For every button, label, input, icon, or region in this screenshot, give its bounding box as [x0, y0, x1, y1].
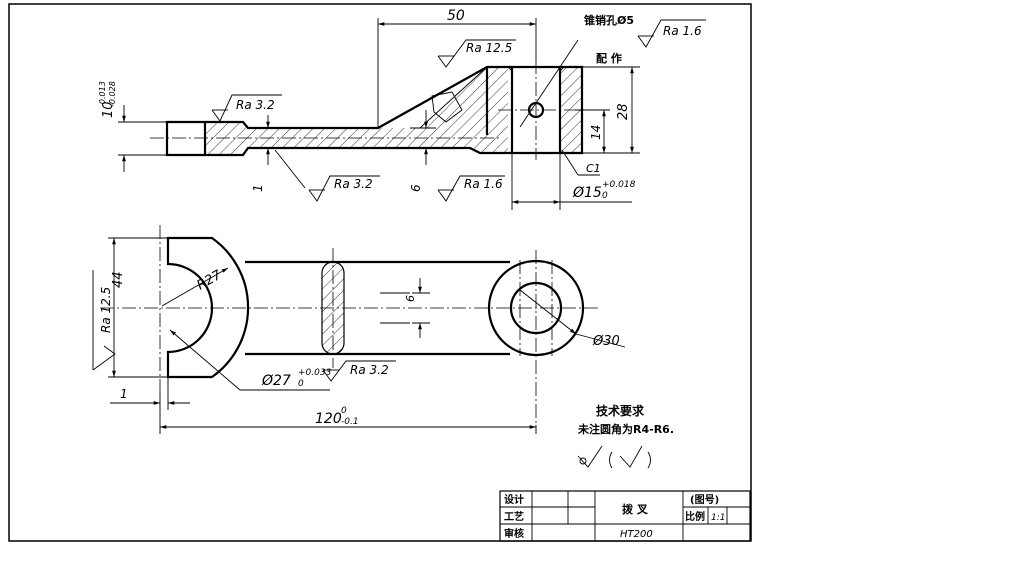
- top-view-dimensions: 50 28 14 锥销孔Ø5 配 作 C1 Ø15 +0.018 0 10 -0…: [98, 8, 640, 210]
- section-view: [150, 39, 584, 160]
- dim-d15-upper: +0.018: [602, 180, 636, 190]
- tb-review: 审核: [504, 527, 524, 540]
- dim-6-bottom: 6: [404, 295, 417, 302]
- dim-120: 120: [315, 411, 342, 427]
- ra-12-5-side: Ra 12.5: [99, 287, 113, 333]
- tb-design: 设计: [504, 493, 524, 506]
- ra-1-6-bottom: Ra 1.6: [464, 177, 503, 191]
- ra-1-6-top: Ra 1.6: [663, 24, 702, 38]
- dim-50: 50: [447, 8, 465, 24]
- general-roughness-symbol: [577, 445, 651, 469]
- notes-heading: 技术要求: [596, 403, 645, 418]
- ra-3-2-bottom: Ra 3.2: [350, 363, 389, 377]
- dim-6-top: 6: [409, 184, 423, 192]
- drawing-border: [8, 3, 752, 542]
- pair-make-note: 配 作: [596, 51, 622, 65]
- dim-r27: R27: [195, 267, 225, 293]
- dim-28: 28: [616, 103, 631, 120]
- taper-pin-note: 锥销孔Ø5: [584, 13, 634, 27]
- dim-d27-upper: +0.033: [298, 368, 332, 378]
- tb-drawing-no: (图号): [690, 494, 719, 506]
- dim-d30: Ø30: [592, 334, 620, 349]
- tb-scale-label: 比例: [685, 510, 705, 523]
- dim-10: 10: [101, 101, 116, 118]
- roughness-symbols-top: Ra 12.5 Ra 1.6 Ra 3.2 Ra 3.2 Ra 1.6: [211, 19, 706, 202]
- plan-view: [100, 225, 598, 425]
- dim-d27: Ø27: [261, 373, 291, 389]
- ra-12-5-top: Ra 12.5: [466, 41, 512, 55]
- dim-d15-lower: 0: [602, 191, 608, 201]
- dim-14: 14: [589, 125, 603, 140]
- dim-1-bottom: 1: [120, 387, 128, 401]
- chamfer-c1: C1: [586, 162, 601, 175]
- title-block: 设计 工艺 审核 拨 叉 (图号) 比例 1:1 HT200: [499, 490, 751, 542]
- ra-3-2-left: Ra 3.2: [236, 98, 275, 112]
- tb-part-name: 拨 叉: [622, 502, 649, 516]
- dim-d27-lower: 0: [298, 379, 304, 389]
- dim-1-top: 1: [251, 184, 265, 192]
- dim-d15: Ø15: [572, 185, 602, 201]
- tb-material: HT200: [620, 529, 653, 540]
- technical-requirements: 技术要求 未注圆角为R4-R6.: [577, 403, 674, 469]
- tb-process: 工艺: [504, 510, 524, 523]
- tb-scale-value: 1:1: [711, 513, 725, 523]
- dim-44: 44: [111, 271, 126, 288]
- dim-10-lower: -0.028: [108, 81, 117, 107]
- ra-3-2-mid: Ra 3.2: [334, 177, 373, 191]
- dim-120-lower: -0.1: [341, 417, 359, 427]
- dim-10-upper: -0.013: [98, 81, 107, 107]
- notes-line1: 未注圆角为R4-R6.: [577, 422, 674, 436]
- dim-120-upper: 0: [341, 406, 347, 416]
- roughness-symbols-plan: Ra 12.5 Ra 3.2: [92, 270, 396, 382]
